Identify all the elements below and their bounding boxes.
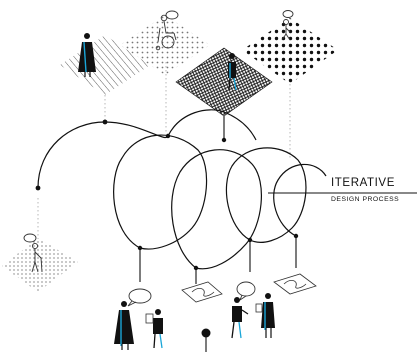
cloaked-person-icon: [78, 33, 96, 77]
sketch-paper-icon: [181, 281, 223, 303]
dotted-guides: [37, 62, 291, 238]
top-arc: [167, 109, 257, 141]
diagram-title: ITERATIVE: [331, 177, 395, 189]
big-dot-floor-tile: [242, 18, 338, 84]
loop-1: [113, 134, 208, 250]
diagram-subtitle: DESIGN PROCESS: [331, 196, 400, 203]
sketch-paper-right-icon: [273, 273, 317, 295]
iteration-arcs: [37, 109, 327, 270]
loop-3: [225, 147, 307, 243]
person-on-crosshatch-icon: [228, 53, 237, 91]
wheelchair-user-icon: [155, 10, 179, 51]
dotted-floor-tile: [120, 15, 210, 75]
walking-person-icon: [281, 10, 294, 41]
second-group-icon: [231, 281, 275, 339]
person-with-cane-icon: [23, 233, 43, 273]
first-arc: [37, 121, 169, 189]
speech-bubble-icon: [127, 288, 152, 307]
loop-2: [171, 149, 263, 270]
left-dot-ground: [2, 238, 78, 292]
group-discussion-icon: [114, 288, 163, 350]
loop-4: [273, 163, 327, 237]
tablet-user-icon: [145, 309, 163, 349]
nodes: [35, 119, 299, 338]
